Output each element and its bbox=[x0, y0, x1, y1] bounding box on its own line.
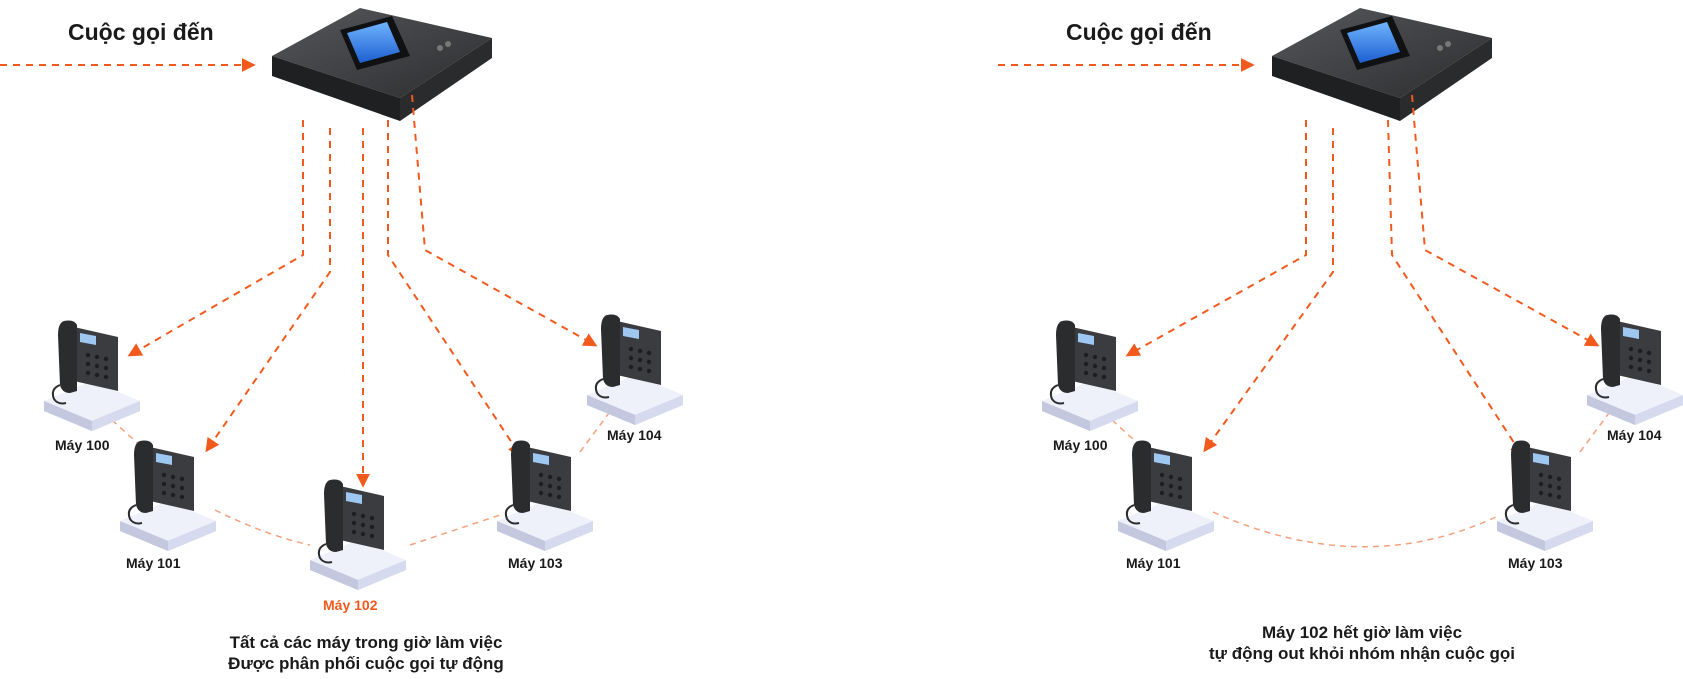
right-incoming-call-label: Cuộc gọi đến bbox=[1066, 19, 1212, 45]
right-route-arrow-100 bbox=[1125, 120, 1307, 357]
left-phone-104-icon bbox=[586, 313, 684, 426]
right-phone-label-100: Máy 100 bbox=[1053, 437, 1108, 453]
left-route-arrow-100 bbox=[127, 120, 304, 357]
right-link-101-103 bbox=[1212, 511, 1501, 548]
right-pbx-device-icon bbox=[1252, 0, 1492, 176]
left-incoming-call-label: Cuộc gọi đến bbox=[68, 19, 214, 45]
left-link-102-103 bbox=[409, 514, 501, 546]
left-phone-label-103: Máy 103 bbox=[508, 555, 563, 571]
left-phone-label-101: Máy 101 bbox=[126, 555, 181, 571]
right-route-arrow-104 bbox=[1411, 94, 1600, 347]
left-phone-label-102: Máy 102 bbox=[323, 597, 378, 613]
left-phone-103-icon bbox=[496, 439, 594, 552]
right-caption-line2: tự động out khỏi nhóm nhận cuộc gọi bbox=[1209, 644, 1515, 663]
right-phone-103-icon bbox=[1496, 439, 1594, 552]
left-phone-100-icon bbox=[43, 319, 141, 432]
left-panel: Cuộc gọi đến Máy 100 Máy 101 Máy 102 Máy… bbox=[0, 0, 684, 673]
left-link-101-102 bbox=[214, 509, 311, 546]
right-phone-101-icon bbox=[1117, 439, 1215, 552]
left-phone-label-104: Máy 104 bbox=[607, 427, 662, 443]
left-route-arrow-104 bbox=[411, 94, 598, 347]
left-caption-line2: Được phân phối cuộc gọi tự động bbox=[228, 654, 504, 673]
left-route-arrow-101 bbox=[205, 128, 331, 453]
left-phone-101-icon bbox=[119, 439, 217, 552]
right-phone-label-101: Máy 101 bbox=[1126, 555, 1181, 571]
right-caption-line1: Máy 102 hết giờ làm việc bbox=[1262, 623, 1462, 642]
left-caption-line1: Tất cả các máy trong giờ làm việc bbox=[230, 633, 503, 652]
left-route-arrow-103 bbox=[387, 120, 522, 458]
right-phone-100-icon bbox=[1041, 319, 1139, 432]
right-phone-104-icon bbox=[1586, 313, 1683, 426]
right-panel: Cuộc gọi đến Máy 100 Máy 101 Máy 103 Máy… bbox=[998, 0, 1683, 663]
left-phone-102-icon bbox=[309, 478, 407, 591]
right-phone-label-104: Máy 104 bbox=[1607, 427, 1662, 443]
right-route-arrow-101 bbox=[1203, 128, 1334, 453]
left-phone-label-100: Máy 100 bbox=[55, 437, 110, 453]
right-phone-label-103: Máy 103 bbox=[1508, 555, 1563, 571]
right-route-arrow-103 bbox=[1387, 119, 1524, 458]
left-pbx-device-icon bbox=[252, 0, 492, 176]
